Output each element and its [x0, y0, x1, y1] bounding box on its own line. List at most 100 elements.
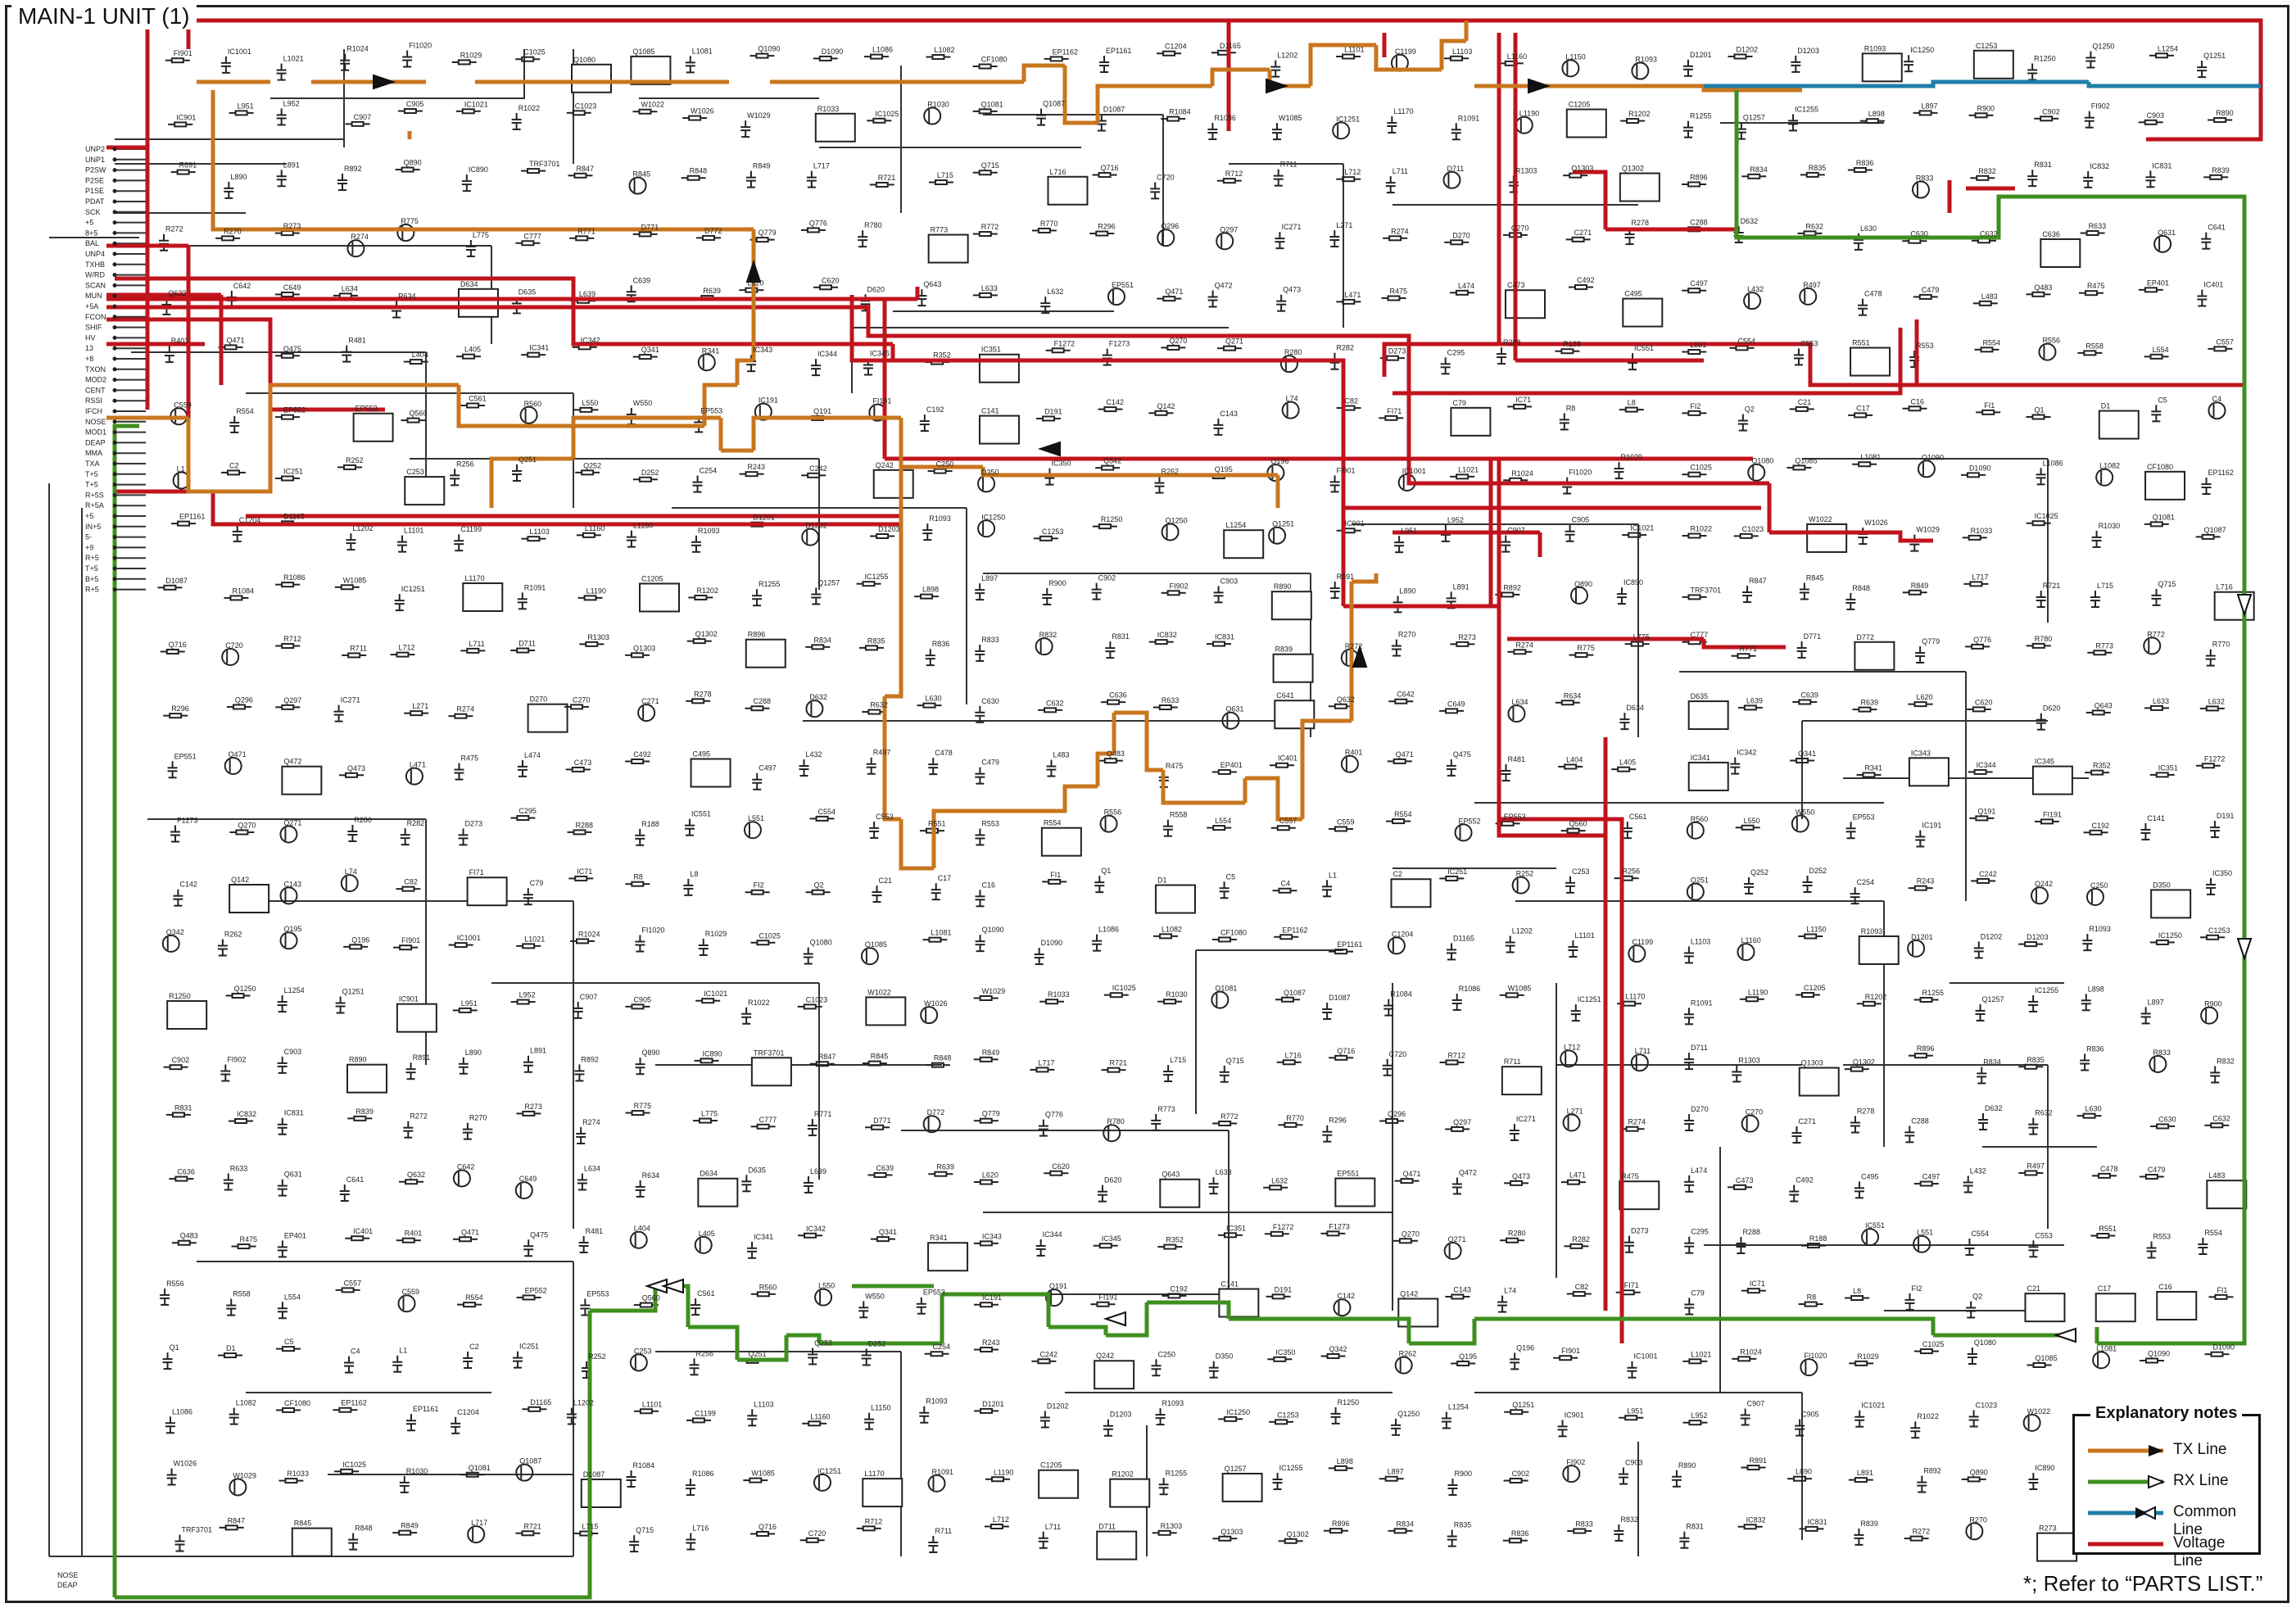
resistor-symbol [873, 1171, 887, 1178]
component-ref-label: L1150 [871, 1404, 890, 1412]
resistor-symbol [1284, 1538, 1297, 1544]
resistor-symbol [226, 469, 240, 476]
component-ref-label: IC1021 [704, 990, 727, 998]
transistor-symbol [1157, 229, 1175, 247]
transistor-symbol [920, 1006, 939, 1025]
component-ref-label: EP401 [2147, 279, 2169, 287]
component-ref-label: C1025 [523, 48, 546, 57]
ic-symbol [1221, 1472, 1263, 1502]
component-ref-label: R1091 [1691, 999, 1713, 1007]
component-ref-label: R1091 [1458, 114, 1480, 122]
component-ref-label: D772 [927, 1108, 945, 1117]
component-ref-label: L1150 [633, 522, 653, 530]
component-ref-label: C271 [641, 697, 659, 705]
component-ref-label: IC831 [284, 1109, 304, 1117]
resistor-symbol [1804, 1301, 1818, 1307]
component-ref-label: C720 [1389, 1050, 1407, 1058]
component-ref-label: R401 [171, 337, 189, 345]
connector-pin-label: P2SE [85, 176, 104, 184]
resistor-symbol [1569, 1243, 1583, 1249]
component-ref-label: Q472 [1215, 282, 1233, 290]
component-ref-label: IC401 [353, 1227, 373, 1235]
component-ref-label: L271 [1567, 1107, 1583, 1115]
component-ref-label: Q473 [1283, 286, 1301, 294]
component-ref-label: F1273 [1109, 340, 1130, 348]
resistor-symbol [2209, 174, 2223, 180]
resistor-symbol [1049, 1170, 1063, 1176]
component-ref-label: C620 [1975, 698, 1993, 706]
resistor-symbol [1445, 875, 1459, 881]
resistor-symbol [1393, 1528, 1407, 1534]
component-ref-label: R1091 [931, 1468, 953, 1476]
component-ref-label: IC551 [1865, 1221, 1885, 1230]
resistor-symbol [1968, 534, 1981, 541]
component-ref-label: IC831 [2152, 161, 2171, 170]
component-ref-label: C250 [936, 460, 954, 469]
transistor-symbol [2022, 1413, 2041, 1432]
component-ref-label: R1084 [1390, 990, 1412, 999]
resistor-symbol [692, 638, 706, 645]
component-ref-label: R280 [354, 816, 372, 824]
component-ref-label: L550 [1744, 817, 1760, 825]
component-ref-label: C82 [404, 878, 418, 886]
component-ref-label: R1022 [1917, 1412, 1939, 1420]
transistor-symbol [397, 1294, 416, 1313]
connector-pin-label: +9 [85, 543, 93, 551]
transistor-symbol [801, 528, 820, 546]
resistor-symbol [581, 469, 595, 476]
resistor-symbol [876, 533, 890, 540]
rx-arrow-icon [660, 1278, 684, 1294]
ic-symbol [638, 582, 680, 613]
component-ref-label: C17 [2098, 1284, 2112, 1293]
component-ref-label: R1029 [705, 930, 727, 938]
rx-lines [112, 90, 2247, 1600]
component-ref-label: C497 [1922, 1173, 1941, 1181]
resistor-symbol [805, 1537, 819, 1543]
transistor-symbol [860, 947, 879, 966]
component-ref-label: IC344 [817, 350, 837, 358]
component-ref-label: IC832 [237, 1110, 256, 1118]
transistor-symbol [1686, 882, 1705, 901]
component-ref-label: L775 [1633, 633, 1650, 641]
component-ref-label: C1205 [1040, 1461, 1062, 1470]
component-ref-label: R270 [1398, 631, 1416, 639]
resistor-symbol [933, 468, 947, 474]
component-ref-label: R1255 [759, 580, 781, 588]
component-ref-label: L890 [465, 1049, 482, 1057]
resistor-symbol [2144, 1173, 2158, 1180]
component-ref-label: C630 [2158, 1115, 2176, 1123]
component-ref-label: R780 [2035, 635, 2053, 643]
component-ref-label: R833 [981, 636, 999, 644]
tx-arrow-icon [1352, 644, 1368, 668]
ic-symbol [352, 412, 394, 442]
component-ref-label: L897 [1922, 102, 1938, 110]
component-ref-label: R1255 [1166, 1469, 1188, 1477]
component-ref-label: C636 [177, 1168, 195, 1176]
component-ref-label: Q1302 [695, 630, 718, 638]
resistor-symbol [2154, 52, 2168, 59]
component-ref-label: C1204 [457, 1408, 479, 1416]
component-ref-label: L890 [230, 173, 247, 181]
component-ref-label: L1101 [1344, 45, 1364, 53]
connector-pin-label: +5A [85, 302, 98, 310]
resistor-symbol [1853, 167, 1867, 174]
resistor-symbol [1163, 1243, 1177, 1250]
component-ref-label: R891 [1337, 573, 1355, 581]
tx-arrow-icon [1528, 78, 1551, 94]
component-ref-label: CF1080 [981, 56, 1008, 64]
component-ref-label: L1170 [864, 1470, 884, 1478]
component-ref-label: R848 [934, 1054, 952, 1062]
component-ref-label: L8 [690, 870, 698, 878]
connector-pin-label: TXHB [85, 260, 105, 269]
component-ref-label: C632 [2212, 1114, 2230, 1122]
ic-symbol [1154, 884, 1196, 914]
component-ref-label: Q297 [283, 696, 301, 704]
ic-symbol [927, 1242, 969, 1272]
resistor-symbol [1163, 999, 1177, 1005]
transistor-symbol [1511, 876, 1530, 895]
component-ref-label: R839 [355, 1107, 374, 1116]
connector-pin-dot [112, 492, 117, 497]
component-ref-label: Q1085 [632, 48, 654, 56]
resistor-symbol [351, 1235, 365, 1242]
connector-pin-dot [112, 461, 117, 466]
